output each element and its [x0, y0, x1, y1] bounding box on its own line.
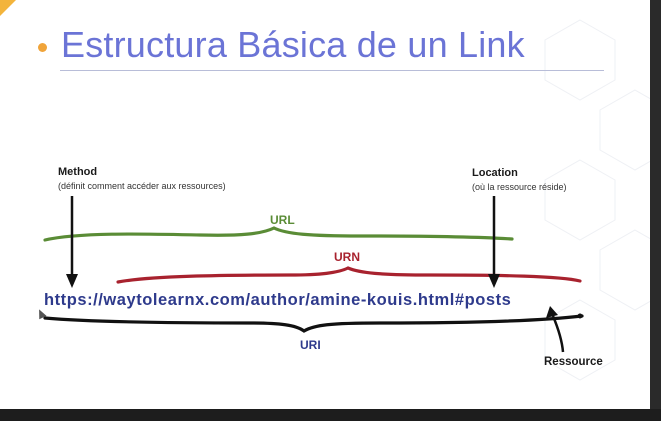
urn-label: URN — [334, 250, 360, 264]
slide-title: Estructura Básica de un Link — [61, 24, 525, 65]
url-brace — [43, 226, 514, 242]
location-label: Location — [472, 167, 518, 179]
url-label: URL — [270, 213, 295, 227]
method-arrowhead — [66, 274, 78, 288]
location-arrowhead — [488, 274, 500, 288]
uri-label: URI — [300, 338, 321, 352]
resource-arrowhead — [546, 306, 558, 318]
window-edge-strip — [650, 0, 661, 409]
slide: Estructura Básica de un Link Method (déf… — [0, 0, 650, 409]
location-description: (où la ressource réside) — [472, 182, 567, 192]
corner-accent — [0, 0, 16, 16]
bullet-dot — [38, 42, 47, 52]
title-underline — [60, 70, 604, 71]
uri-brace — [43, 314, 584, 333]
uri-end-dot — [577, 313, 583, 319]
link-diagram — [43, 196, 584, 353]
title-row: Estructura Básica de un Link — [38, 24, 525, 66]
method-description: (définit comment accéder aux ressources) — [58, 181, 226, 191]
resource-label: Ressource — [544, 356, 603, 368]
hexagon-pattern-background — [544, 19, 650, 381]
resource-arrow-line — [551, 315, 565, 353]
urn-brace — [116, 266, 582, 284]
method-label: Method — [58, 166, 98, 178]
example-link: https://waytolearnx.com/author/amine-kou… — [44, 291, 512, 309]
